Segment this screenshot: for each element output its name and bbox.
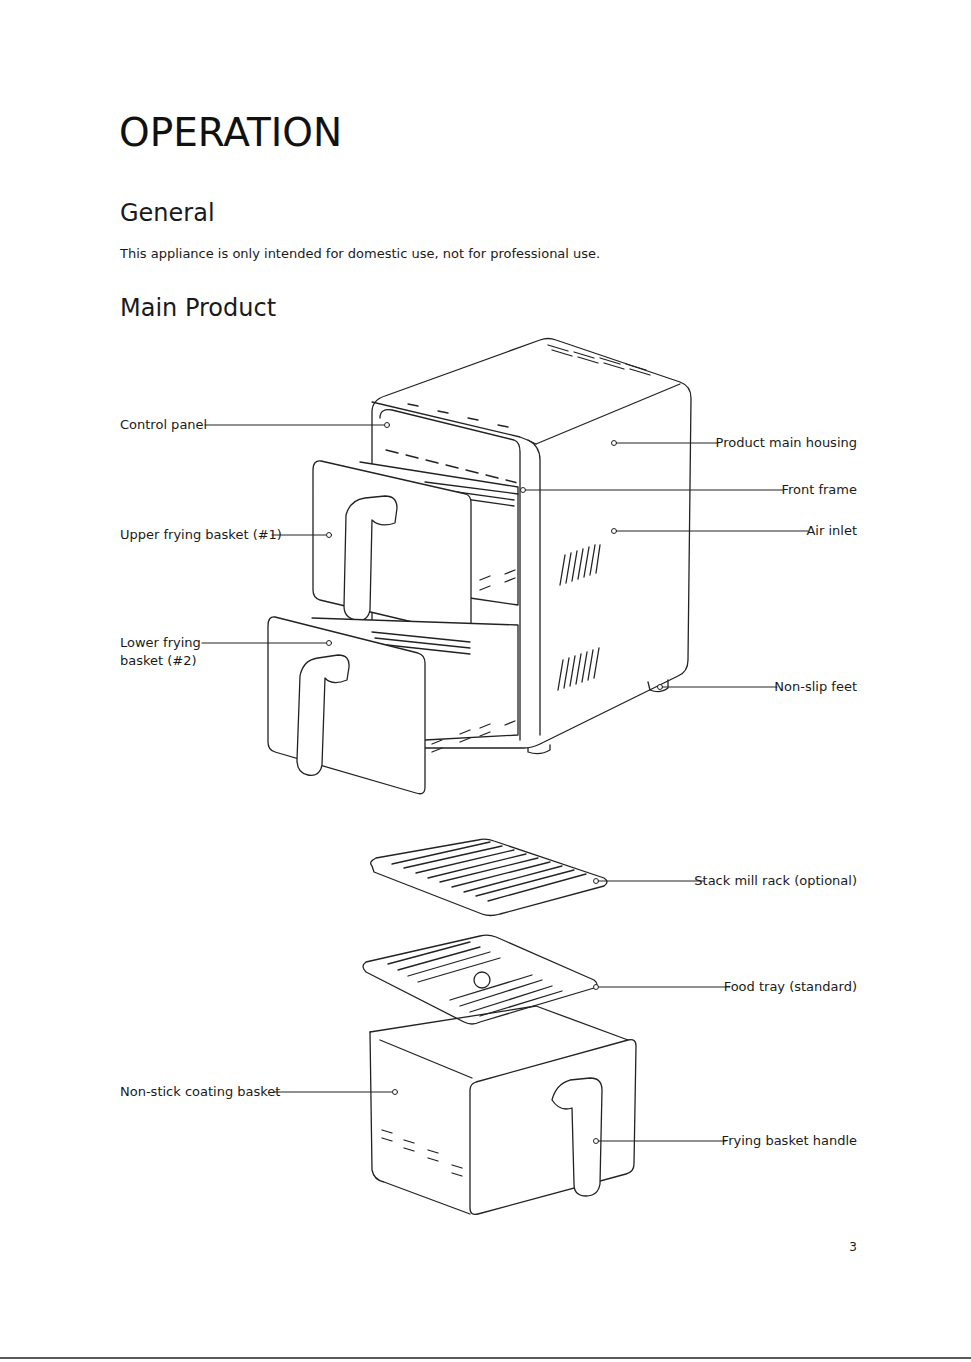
part-label: Non-stick coating basket — [120, 1083, 280, 1101]
body-text: This appliance is only intended for dome… — [120, 245, 600, 263]
coating-basket — [370, 1006, 636, 1214]
part-label: Front frame — [781, 481, 857, 499]
part-label: Non-slip feet — [774, 678, 857, 696]
page-rule — [0, 1357, 971, 1359]
section-heading: Main Product — [120, 293, 276, 323]
part-label: Control panel — [120, 416, 207, 434]
upper-basket — [313, 461, 518, 634]
section-heading: General — [120, 198, 215, 228]
part-label: Product main housing — [716, 434, 857, 452]
stack-rack — [371, 839, 607, 915]
leader-lines — [202, 423, 808, 1144]
part-label: Stack mill rack (optional) — [694, 872, 857, 890]
part-label: Upper frying basket (#1) — [120, 526, 282, 544]
part-label: Food tray (standard) — [724, 978, 857, 996]
part-label: Lower frying basket (#2) — [120, 634, 202, 670]
part-label: Air inlet — [806, 522, 857, 540]
part-label: Frying basket handle — [722, 1132, 857, 1150]
page-number: 3 — [849, 1238, 857, 1256]
food-tray — [363, 935, 597, 1024]
page-title: OPERATION — [119, 110, 342, 156]
